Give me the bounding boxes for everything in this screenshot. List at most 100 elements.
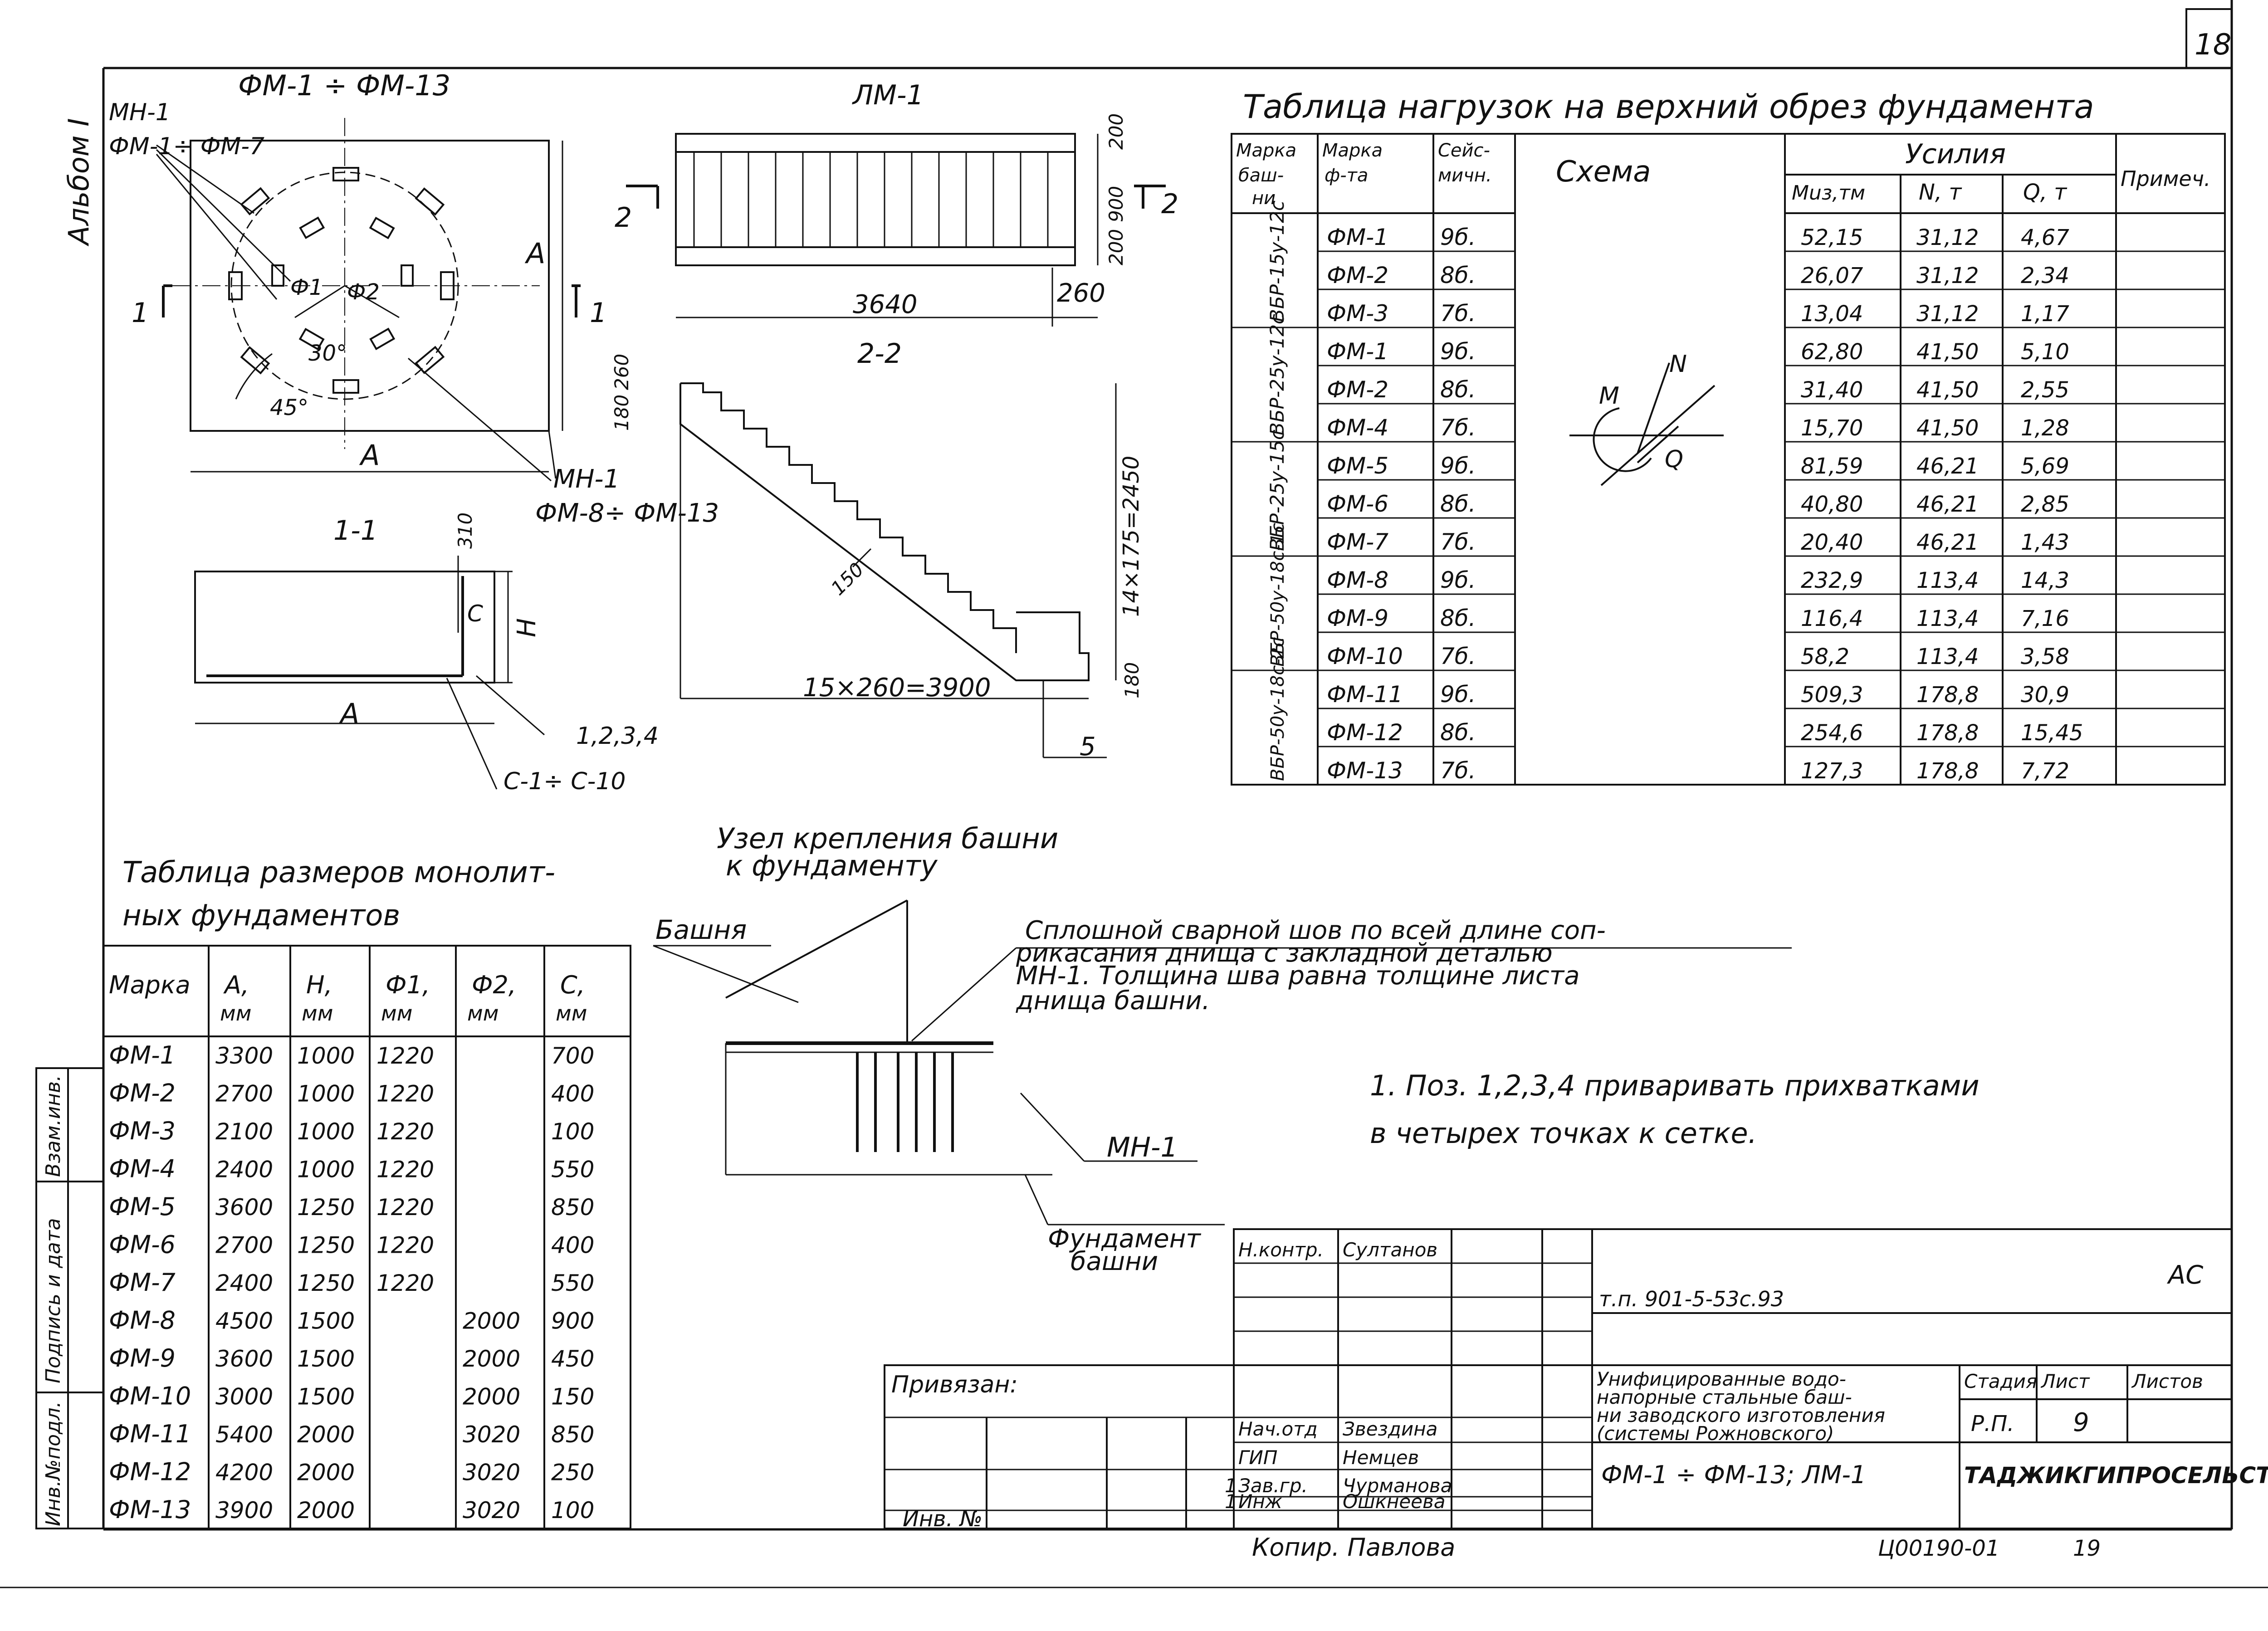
load-scheme-m: М [1599, 382, 1619, 410]
dims-cell: 3020 [463, 1497, 520, 1524]
dims-header-col: Ф2, [472, 971, 516, 999]
load-row-m: 20,40 [1801, 530, 1863, 555]
dims-cell: 1220 [376, 1118, 434, 1145]
load-row-n: 113,4 [1916, 606, 1979, 631]
load-row-n: 31,12 [1916, 225, 1979, 250]
load-table-header-note: Примеч. [2121, 166, 2211, 191]
section-1-1-pos: 1,2,3,4 [576, 723, 659, 750]
plan-label-a-bottom: А [359, 439, 380, 472]
load-row-foundation: ФМ-13 [1327, 757, 1403, 784]
title-role: ГИП [1238, 1446, 1277, 1469]
plan-view [156, 118, 581, 482]
load-row-n: 46,21 [1916, 454, 1979, 479]
title-name: Звездина [1343, 1418, 1437, 1440]
plan-cut-left: 1 [132, 297, 149, 329]
load-scheme-q: Q [1665, 446, 1683, 473]
dims-cell: 5400 [215, 1421, 273, 1448]
dims-header-col: Марка [109, 971, 191, 999]
load-row-seismic: 8б. [1440, 605, 1476, 631]
load-row-q: 1,43 [2021, 530, 2069, 555]
dims-header-unit: мм [381, 1001, 412, 1025]
dims-cell: 1220 [376, 1232, 434, 1259]
dims-cell: ФМ-13 [109, 1495, 191, 1524]
stair-plan-dim-900: 900 [1105, 186, 1127, 222]
title-organization: ТАДЖИКГИПРОСЕЛЬСТРОЙ [1964, 1462, 2268, 1489]
dims-cell: 150 [551, 1384, 594, 1410]
load-table-row-lines [1232, 250, 2225, 747]
load-table-header-q: Q, т [2023, 180, 2068, 205]
load-row-m: 254,6 [1801, 720, 1863, 746]
dims-cell: 450 [551, 1346, 594, 1372]
dims-cell: 2000 [297, 1497, 355, 1524]
load-row-m: 31,40 [1801, 377, 1863, 403]
dims-cell: 3020 [463, 1421, 520, 1448]
dims-cell: 1000 [297, 1118, 355, 1145]
dims-cell: 2700 [215, 1081, 273, 1107]
dims-cell: 100 [551, 1118, 594, 1145]
load-row-seismic: 9б. [1440, 567, 1476, 593]
load-row-n: 178,8 [1916, 720, 1979, 746]
dims-cell: ФМ-6 [109, 1231, 176, 1259]
title-name: Ошкнеева [1343, 1490, 1446, 1513]
title-role: Нач.отд [1238, 1418, 1318, 1440]
load-row-foundation: ФМ-1 [1327, 224, 1388, 250]
load-row-n: 46,21 [1916, 530, 1979, 555]
dims-cell: 1500 [297, 1308, 355, 1334]
dims-cell: 2100 [215, 1118, 273, 1145]
dims-cell: 850 [551, 1194, 594, 1221]
dims-cell: 3900 [215, 1497, 273, 1524]
section-2-2-dim-height: 14×175=2450 [1119, 456, 1144, 617]
load-row-foundation: ФМ-6 [1327, 491, 1388, 517]
load-row-seismic: 7б. [1440, 415, 1476, 441]
section-2-2-pos-5: 5 [1080, 732, 1096, 762]
stair-plan-dim-length: 3640 [853, 290, 918, 319]
section-2-2-dim-bottom: 180 [1121, 662, 1143, 698]
side-stamp-inv-orig: Инв.№подл. [42, 1401, 65, 1526]
load-row-q: 1,28 [2021, 415, 2069, 441]
load-row-q: 3,58 [2021, 644, 2069, 669]
load-table-header-m: Мuз,тм [1792, 181, 1865, 205]
dims-cell: 1250 [297, 1232, 355, 1259]
title-block-row-lines [885, 1262, 1592, 1511]
node-title-1: Узел крепления башни [717, 822, 1058, 855]
section-2-2-dim-150: 150 [826, 558, 868, 600]
section-2-2-dim-260: 260 [611, 354, 633, 390]
load-row-q: 1,17 [2021, 301, 2069, 327]
load-row-foundation: ФМ-7 [1327, 529, 1388, 555]
load-row-foundation: ФМ-3 [1327, 300, 1388, 327]
dims-cell: 1250 [297, 1194, 355, 1221]
dims-header-unit: мм [302, 1001, 333, 1025]
title-copy: Копир. Павлова [1252, 1533, 1455, 1562]
note-line-1: 1. Поз. 1,2,3,4 приваривать прихватками [1370, 1069, 1980, 1102]
load-row-foundation: ФМ-4 [1327, 415, 1388, 441]
stair-plan-dim-200-bottom: 200 [1105, 229, 1127, 265]
load-row-seismic: 9б. [1440, 453, 1476, 479]
side-stamp-sign-date: Подпись и дата [42, 1218, 65, 1383]
load-row-q: 7,72 [2021, 758, 2069, 784]
note-line-2: в четырех точках к сетке. [1370, 1117, 1757, 1150]
section-1-1-label-a: А [338, 697, 359, 730]
stair-plan-dim-200-top: 200 [1105, 113, 1127, 150]
plan-phi1: Ф1 [290, 275, 323, 300]
load-row-q: 15,45 [2021, 720, 2083, 746]
load-row-m: 26,07 [1801, 263, 1863, 288]
node-title-2: к фундаменту [726, 849, 938, 882]
dims-cell: ФМ-3 [109, 1117, 176, 1145]
dims-cell: 1000 [297, 1081, 355, 1107]
dims-cell: 1220 [376, 1157, 434, 1183]
load-row-n: 113,4 [1916, 644, 1979, 669]
section-1-1-label-c: С [467, 601, 483, 627]
dims-cell: ФМ-7 [109, 1268, 176, 1297]
load-row-n: 41,50 [1916, 377, 1979, 403]
plan-leader-fm: ФМ-8÷ ФМ-13 [535, 498, 719, 528]
dims-cell: 2000 [297, 1421, 355, 1448]
dims-cell: 850 [551, 1421, 594, 1448]
dims-cell: 1000 [297, 1043, 355, 1069]
title-sheet: 9 [2073, 1408, 2089, 1437]
plan-title: ФМ-1 ÷ ФМ-13 [238, 69, 450, 102]
load-tower-group-1: ВБР-15у-12с [1266, 200, 1288, 322]
